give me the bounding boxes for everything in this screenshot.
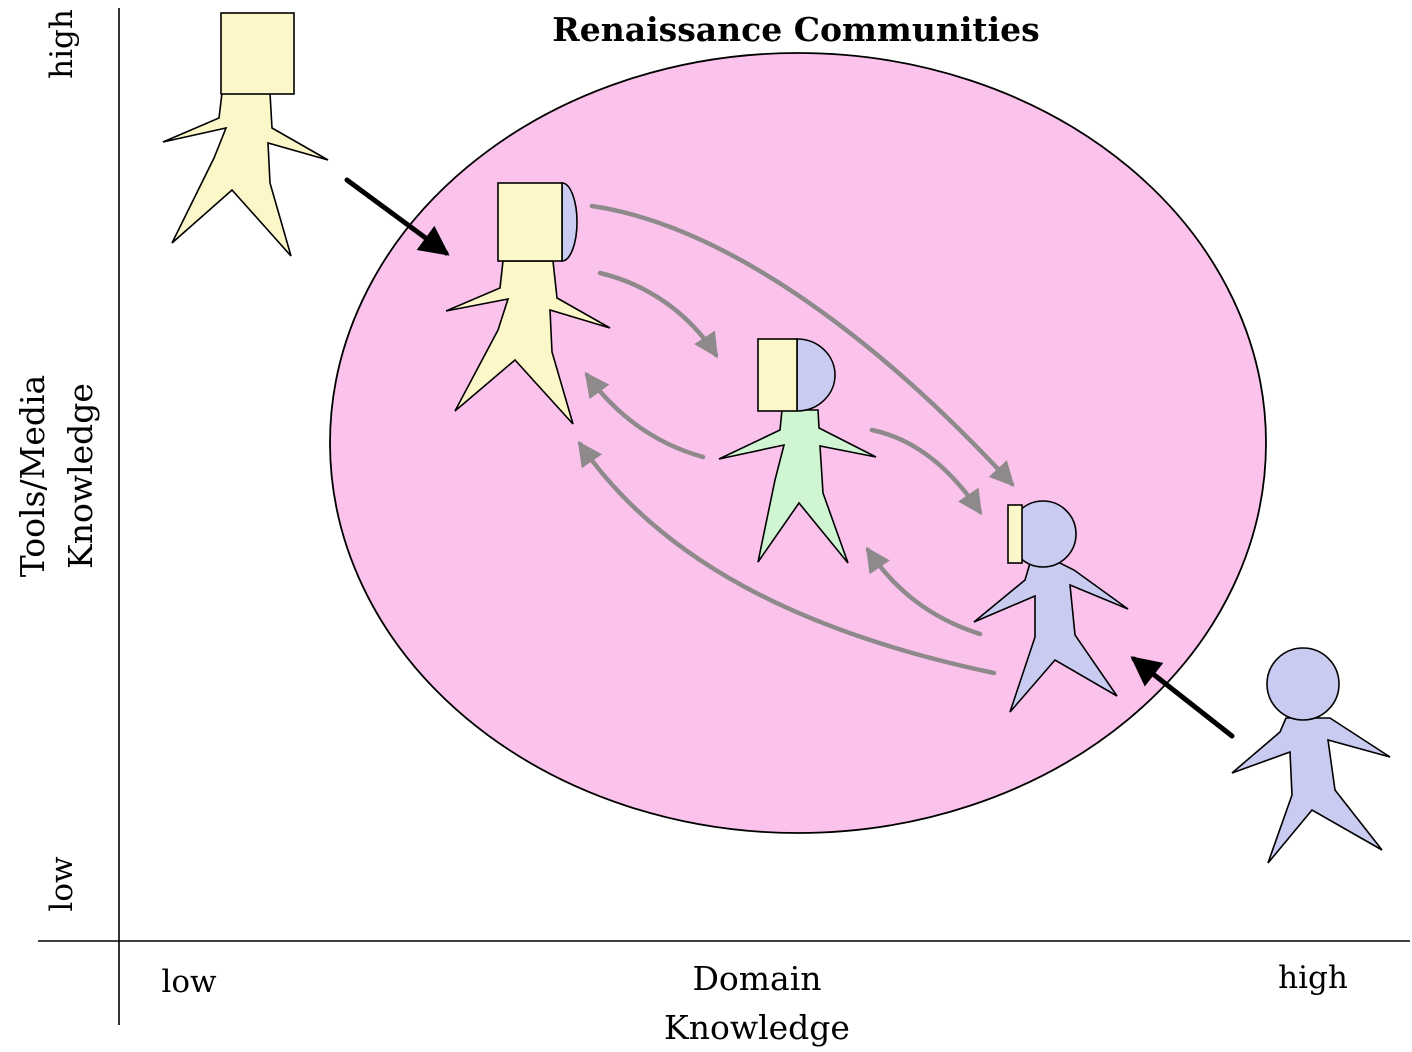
y-axis-high-label: high — [44, 9, 80, 79]
diagram-title: Renaissance Communities — [552, 10, 1039, 49]
community-domain-expert-icon — [973, 500, 1129, 713]
x-axis-title-line1: Domain — [692, 959, 821, 998]
entry-arrow-tools-expert — [344, 177, 450, 256]
x-axis-title-line2: Knowledge — [664, 1008, 850, 1047]
exchange-arrow-tools-to-balanced — [597, 270, 719, 359]
y-axis-title-line1: Tools/Media — [13, 375, 52, 577]
outside-tools-expert-icon — [162, 12, 329, 257]
y-axis-low-label: low — [44, 856, 80, 912]
community-balanced-member-icon — [718, 338, 877, 564]
entry-arrow-domain-expert — [1130, 656, 1235, 739]
exchange-arrows — [577, 203, 1015, 676]
x-axis-low-label: low — [161, 964, 217, 1000]
exchange-arrow-domain-to-balanced — [865, 546, 983, 637]
exchange-arrow-domain-to-tools — [577, 440, 997, 676]
community-tools-expert-icon — [445, 182, 611, 425]
x-axis-high-label: high — [1278, 960, 1348, 996]
exchange-arrow-balanced-to-domain — [869, 427, 983, 516]
exchange-arrow-tools-to-domain — [589, 203, 1015, 487]
outside-domain-expert-icon — [1231, 647, 1391, 864]
exchange-arrow-balanced-to-tools — [584, 372, 706, 460]
y-axis-title-line2: Knowledge — [61, 383, 100, 569]
